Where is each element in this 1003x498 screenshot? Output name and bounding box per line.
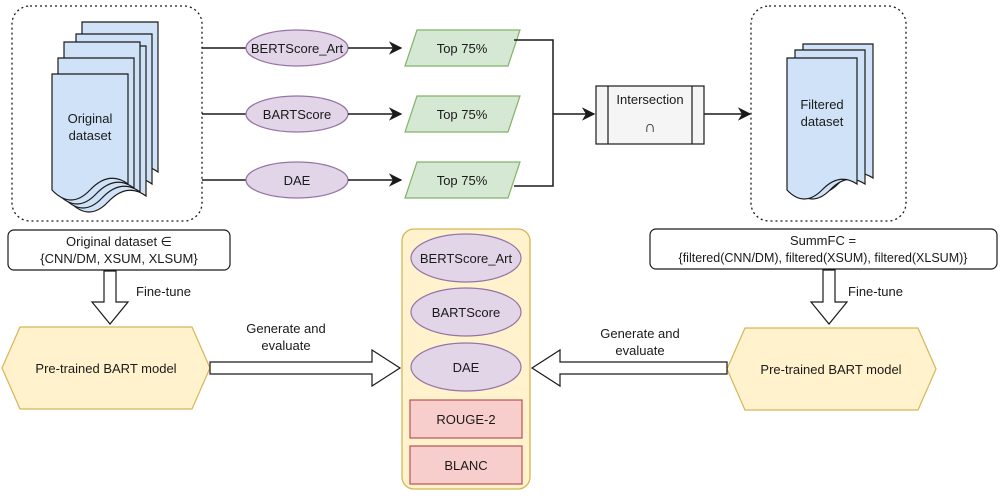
eval-metric-bertscore: BERTScore_Art xyxy=(410,233,522,283)
finetune-arrow-right xyxy=(809,269,849,325)
metric-bertscore-label: BERTScore_Art xyxy=(251,41,344,56)
eval-blanc-label: BLANC xyxy=(444,458,487,473)
original-dataset-label-2: dataset xyxy=(69,128,112,143)
merge-bracket xyxy=(514,39,554,187)
top75-bertscore: Top 75% xyxy=(404,29,521,67)
eval-rouge2-label: ROUGE-2 xyxy=(436,412,495,427)
top75-bartscore: Top 75% xyxy=(404,95,521,133)
eval-dae-label: DAE xyxy=(453,360,480,375)
finetune-arrow-left xyxy=(90,270,130,325)
original-dataset-icon xyxy=(51,21,159,213)
generate-label-right-1: Generate and xyxy=(600,326,680,341)
generate-arrow-right xyxy=(530,348,728,388)
eval-rouge2: ROUGE-2 xyxy=(409,399,523,439)
top75-bertscore-label: Top 75% xyxy=(437,41,488,56)
top75-dae: Top 75% xyxy=(404,161,521,199)
original-dataset-label-1: Original xyxy=(68,111,113,126)
top75-bartscore-label: Top 75% xyxy=(437,107,488,122)
generate-label-right-2: evaluate xyxy=(615,343,664,358)
finetune-label-left: Fine-tune xyxy=(136,284,191,299)
filtered-dataset-label-1: Filtered xyxy=(800,97,843,112)
filtered-dataset-container xyxy=(750,5,907,222)
metric-bertscore: BERTScore_Art xyxy=(245,29,349,67)
generate-label-left-2: evaluate xyxy=(261,338,310,353)
intersection-label: Intersection xyxy=(616,92,683,107)
finetune-label-right: Fine-tune xyxy=(848,284,903,299)
eval-bartscore-label: BARTScore xyxy=(432,305,500,320)
top75-dae-label: Top 75% xyxy=(437,173,488,188)
original-caption-line2: {CNN/DM, XSUM, XLSUM} xyxy=(40,251,198,266)
eval-metric-bartscore: BARTScore xyxy=(410,287,522,337)
summfc-caption: SummFC = {filtered(CNN/DM), filtered(XSU… xyxy=(649,228,998,270)
eval-metric-dae: DAE xyxy=(410,342,522,392)
eval-bertscore-label: BERTScore_Art xyxy=(420,251,513,266)
original-dataset-caption: Original dataset ∈ {CNN/DM, XSUM, XLSUM} xyxy=(7,229,231,271)
intersection-box: Intersection ∩ xyxy=(595,85,705,145)
bart-model-right-label: Pre-trained BART model xyxy=(760,362,901,377)
filtered-dataset-icon xyxy=(786,43,874,200)
bart-model-left-label: Pre-trained BART model xyxy=(35,361,176,376)
filtered-dataset-label-2: dataset xyxy=(801,114,844,129)
metric-bartscore: BARTScore xyxy=(245,95,349,133)
intersection-symbol: ∩ xyxy=(644,119,656,136)
bart-model-left: Pre-trained BART model xyxy=(1,326,211,410)
original-caption-line1: Original dataset ∈ xyxy=(66,234,172,249)
generate-arrow-left xyxy=(209,348,402,388)
metric-bartscore-label: BARTScore xyxy=(263,107,331,122)
metric-dae-label: DAE xyxy=(284,173,311,188)
metric-dae: DAE xyxy=(245,161,349,199)
summfc-caption-line2: {filtered(CNN/DM), filtered(XSUM), filte… xyxy=(679,251,968,265)
bart-model-right: Pre-trained BART model xyxy=(726,327,937,411)
eval-blanc: BLANC xyxy=(409,445,523,485)
generate-label-left-1: Generate and xyxy=(246,321,326,336)
summfc-caption-line1: SummFC = xyxy=(790,233,856,248)
